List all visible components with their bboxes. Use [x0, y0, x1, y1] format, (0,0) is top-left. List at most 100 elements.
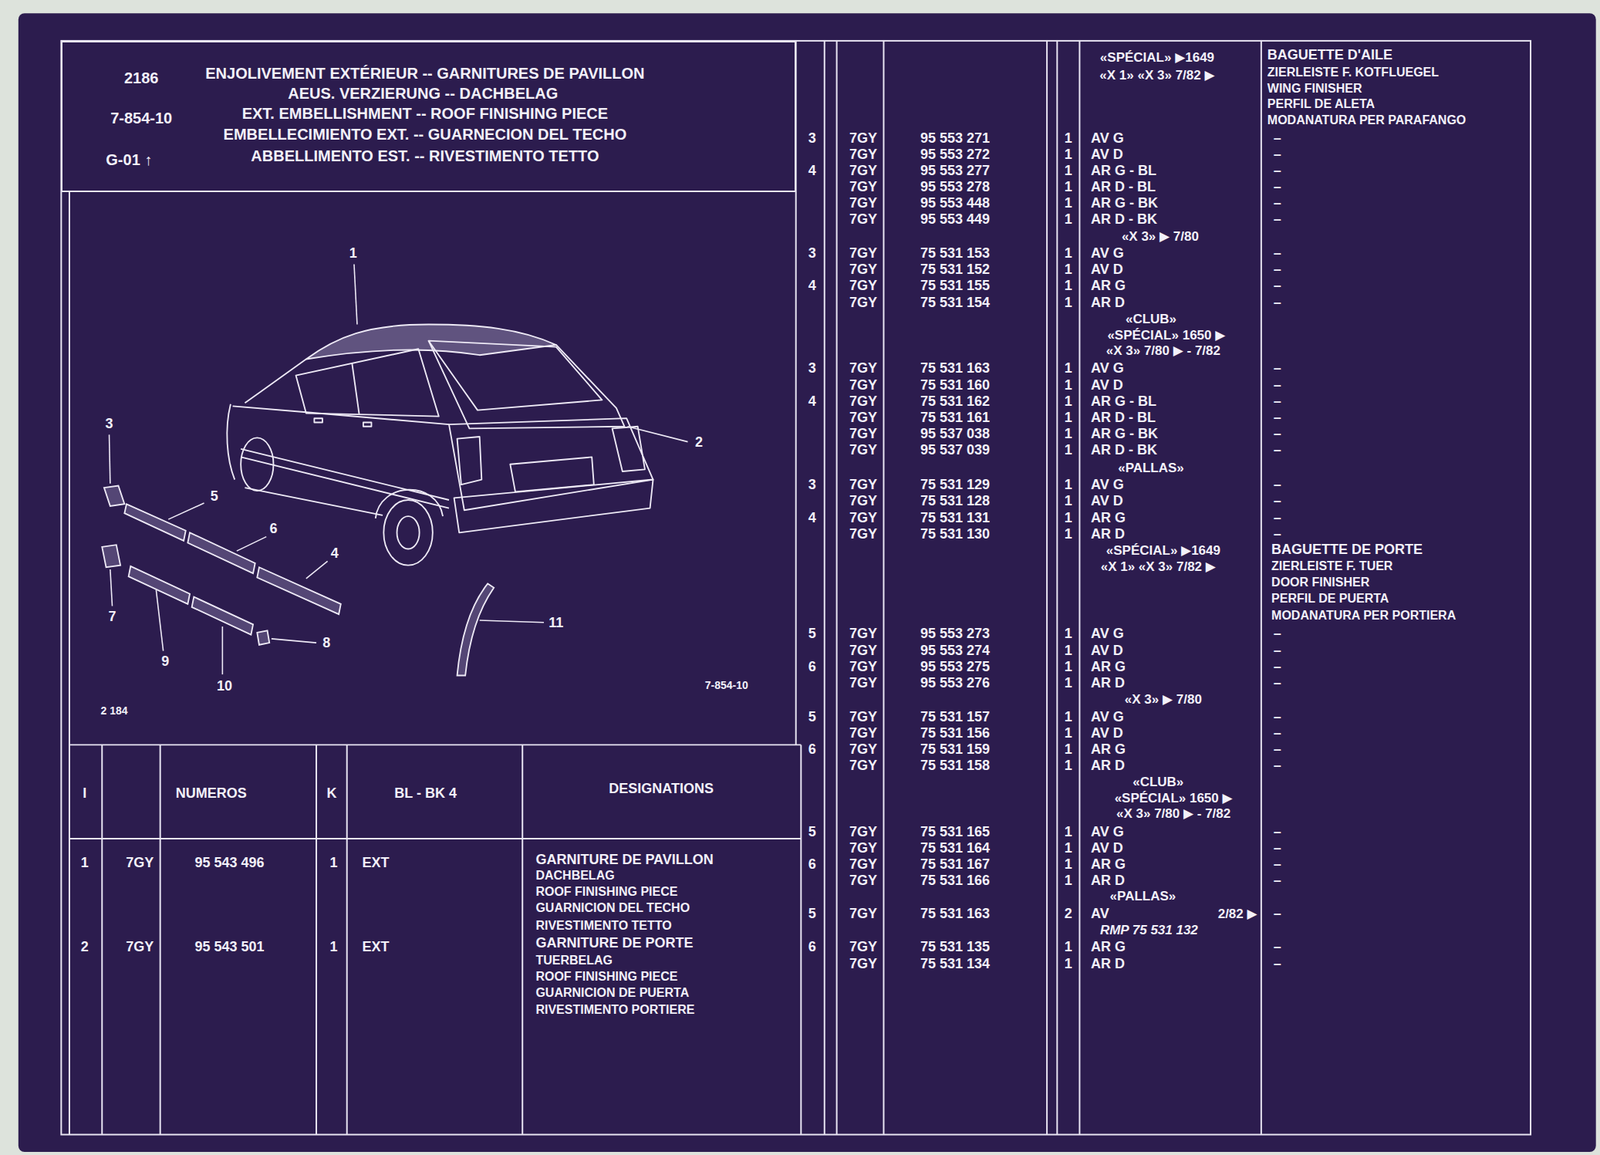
- position-code: AV D: [1090, 725, 1124, 740]
- part-prefix: 7GY: [849, 394, 878, 409]
- row-dash: –: [1273, 906, 1282, 921]
- quantity: 1: [1064, 526, 1073, 541]
- row-dash: –: [1273, 956, 1282, 971]
- position-code: AV D: [1090, 147, 1124, 162]
- part-prefix: 7GY: [125, 939, 154, 954]
- row-dash: –: [1273, 510, 1282, 525]
- section-header: «X 3» ▶ 7/80: [1121, 229, 1199, 243]
- leader-lines: [109, 264, 689, 676]
- drawing-stroke: [428, 340, 603, 411]
- designation-text: MODANATURA PER PORTIERA: [1271, 609, 1456, 622]
- position-code: AR G: [1090, 510, 1126, 525]
- designation-text: GARNITURE DE PORTE: [535, 935, 693, 950]
- callout-number: 5: [808, 626, 817, 641]
- position-code: AR D - BL: [1090, 179, 1156, 194]
- item-number: 1: [81, 855, 89, 870]
- quantity: 1: [1064, 742, 1073, 757]
- row-dash: –: [1273, 742, 1282, 757]
- quantity: 1: [1064, 361, 1073, 375]
- drawing-stroke: [627, 426, 688, 443]
- trim-pieces: [101, 485, 494, 676]
- drawing-stroke: [882, 40, 885, 1135]
- section-header: «SPÉCIAL» ▶1649: [1106, 543, 1221, 557]
- section-header: «X 1» «X 3» 7/82 ▶: [1099, 67, 1215, 82]
- quantity: 1: [1064, 840, 1073, 855]
- car-illustration: [226, 324, 653, 566]
- row-dash: –: [1273, 361, 1282, 375]
- part-number: 75 531 152: [920, 262, 990, 277]
- callout-number: 4: [808, 278, 817, 293]
- part-number: 95 553 272: [920, 147, 990, 162]
- row-dash: –: [1273, 626, 1282, 641]
- drawing-stroke: [68, 192, 71, 1135]
- callout-number: 6: [269, 521, 277, 536]
- reference-code: 7-854-10: [705, 679, 749, 691]
- designation-text: TUERBELAG: [535, 954, 613, 967]
- part-prefix: 7GY: [849, 361, 878, 375]
- drawing-stroke: [428, 340, 625, 429]
- drawing-stroke: [60, 40, 1531, 1135]
- designation-text: ZIERLEISTE F. TUER: [1271, 560, 1393, 573]
- row-dash: –: [1273, 147, 1282, 162]
- part-number: 75 531 130: [920, 526, 990, 541]
- row-dash: –: [1273, 246, 1282, 260]
- designation-text: BAGUETTE D'AILE: [1267, 47, 1393, 62]
- quantity: 1: [1064, 477, 1073, 492]
- designation-text: BAGUETTE DE PORTE: [1271, 542, 1423, 557]
- part-number: 75 531 163: [920, 906, 990, 921]
- position-code: AV: [1090, 906, 1110, 921]
- drawing-stroke: [124, 503, 186, 541]
- section-header: «PALLAS»: [1110, 889, 1177, 903]
- position-code: AR G: [1090, 278, 1126, 293]
- position-code: AR G: [1090, 742, 1126, 757]
- drawing-stroke: [454, 479, 654, 534]
- quantity: 1: [1064, 442, 1073, 457]
- row-dash: –: [1273, 526, 1282, 541]
- callout-number: 5: [808, 906, 817, 921]
- drawing-stroke: [155, 589, 163, 651]
- drawing-stroke: [383, 499, 433, 566]
- row-dash: –: [1273, 378, 1282, 392]
- section-header: «PALLAS»: [1117, 460, 1185, 474]
- part-number: 75 531 157: [920, 709, 990, 724]
- part-prefix: 7GY: [849, 758, 878, 773]
- position-code: AV D: [1090, 840, 1124, 855]
- drawing-stroke: [509, 456, 594, 492]
- section-header: «SPÉCIAL» 1650 ▶: [1114, 791, 1233, 805]
- quantity: 1: [1064, 410, 1073, 425]
- part-number: 75 531 129: [920, 477, 990, 492]
- row-dash: –: [1273, 840, 1282, 855]
- part-number: 95 553 449: [920, 212, 990, 227]
- drawing-stroke: [232, 405, 449, 425]
- part-number: 75 531 166: [920, 873, 990, 888]
- designation-text: RIVESTIMENTO TETTO: [535, 919, 672, 932]
- quantity: 1: [1064, 278, 1073, 293]
- header-text: ABBELLIMENTO EST. -- RIVESTIMENTO TETTO: [250, 148, 599, 164]
- version-code: EXT: [362, 855, 390, 870]
- drawing-stroke: [101, 544, 121, 568]
- row-dash: –: [1273, 758, 1282, 773]
- quantity: 1: [1064, 212, 1073, 227]
- section-header: «X 3» 7/80 ▶ - 7/82: [1106, 343, 1221, 357]
- quantity: 1: [1064, 824, 1073, 839]
- frame-lines: [60, 40, 1531, 1135]
- callout-number: 4: [808, 394, 817, 409]
- part-prefix: 7GY: [849, 873, 878, 888]
- position-code: AR D: [1090, 295, 1125, 310]
- callout-number: 9: [161, 654, 169, 669]
- table-header: K: [326, 786, 337, 800]
- callout-number: 2: [695, 435, 703, 449]
- row-dash: –: [1273, 131, 1282, 146]
- callout-number: 11: [548, 615, 564, 630]
- header-text: ENJOLIVEMENT EXTÉRIEUR -- GARNITURES DE …: [205, 65, 645, 82]
- callout-number: 6: [808, 857, 817, 871]
- position-code: AV G: [1090, 824, 1125, 839]
- callout-number: 8: [322, 635, 331, 650]
- quantity: 1: [1064, 873, 1073, 888]
- drawing-stroke: [306, 324, 557, 360]
- drawing-stroke: [351, 363, 359, 415]
- position-code: AV G: [1090, 361, 1125, 375]
- drawing-stroke: [521, 744, 524, 1135]
- drawing-stroke: [244, 487, 383, 516]
- position-code: AV G: [1090, 477, 1125, 492]
